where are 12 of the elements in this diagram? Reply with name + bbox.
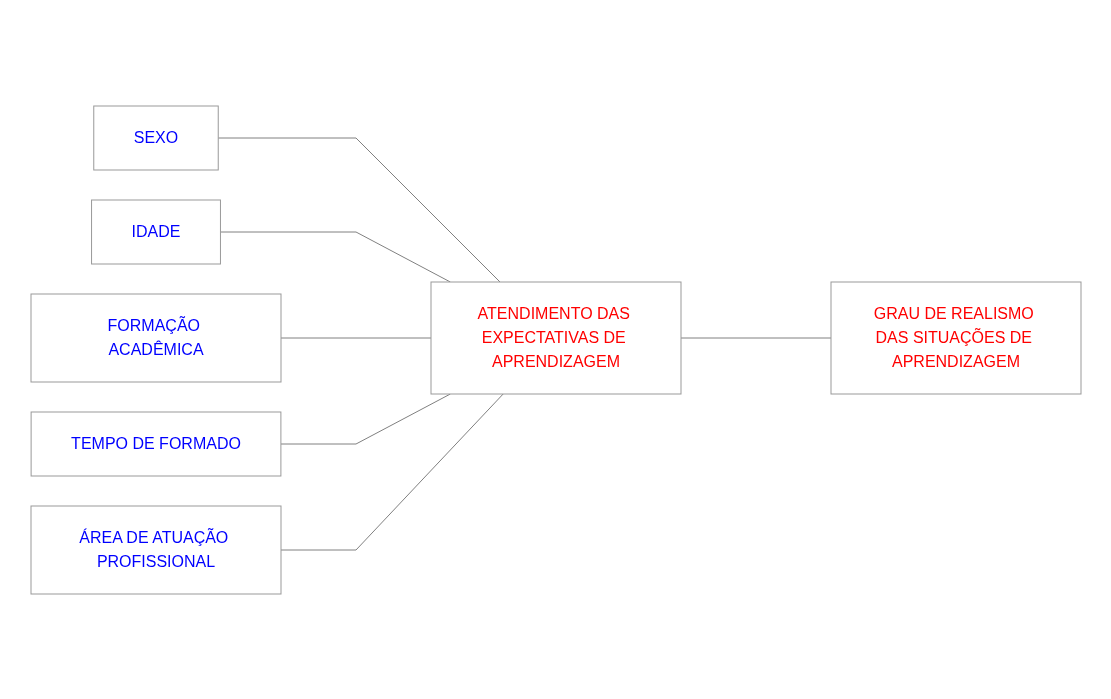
connector xyxy=(279,393,451,444)
connector xyxy=(680,337,831,338)
connector xyxy=(217,137,500,282)
node-box: ÁREA DE ATUAÇÃO PROFISSIONAL xyxy=(30,505,281,594)
connector xyxy=(280,393,504,550)
node-box: ATENDIMENTO DAS EXPECTATIVAS DE APRENDIZAGEM xyxy=(430,281,681,394)
node-box: GRAU DE REALISMO DAS SITUAÇÕES DE APRENDIZAGEM xyxy=(830,281,1081,394)
node-box: FORMAÇÃO ACADÊMICA xyxy=(30,293,281,382)
node-box: IDADE xyxy=(90,199,221,264)
connector xyxy=(280,337,431,338)
node-box: SEXO xyxy=(92,105,219,170)
node-box: TEMPO DE FORMADO xyxy=(30,411,281,476)
